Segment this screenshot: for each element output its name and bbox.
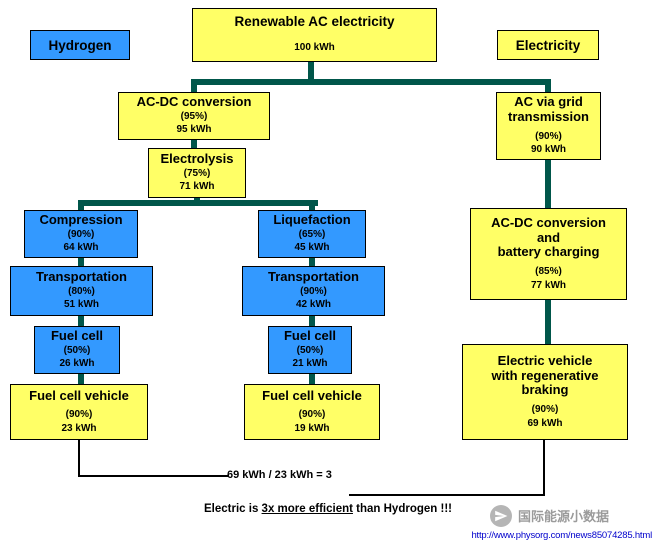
- node-liquefaction: Liquefaction (65%) 45 kWh: [258, 210, 366, 258]
- node-pct: (90%): [298, 409, 326, 421]
- node-compression: Compression (90%) 64 kWh: [24, 210, 138, 258]
- connector-line: [191, 79, 197, 93]
- result-line: [78, 440, 80, 477]
- watermark-logo-icon: [490, 505, 512, 527]
- node-title: Liquefaction: [273, 212, 351, 228]
- node-title: and: [536, 229, 561, 245]
- node-electrolysis: Electrolysis (75%) 71 kWh: [148, 148, 246, 198]
- node-pct: (95%): [180, 110, 208, 122]
- node-title: transmission: [508, 109, 589, 124]
- result-line: [543, 440, 545, 496]
- connector-line: [191, 138, 197, 149]
- legend-label: Electricity: [515, 37, 581, 53]
- connector-line: [191, 79, 551, 85]
- conclusion-text: Electric is 3x more efficient than Hydro…: [0, 503, 656, 515]
- node-title: Transportation: [267, 269, 359, 285]
- node-title: AC via grid: [514, 94, 583, 110]
- node-title: AC-DC conversion: [491, 214, 606, 230]
- conclusion-prefix: Electric is: [204, 503, 262, 515]
- node-fuel-cell-liquid: Fuel cell (50%) 21 kWh: [268, 326, 352, 374]
- node-title: Fuel cell vehicle: [29, 387, 129, 403]
- node-pct: (50%): [63, 344, 91, 356]
- node-pct: (80%): [68, 285, 95, 297]
- node-pct: (90%): [531, 404, 559, 416]
- result-line: [349, 494, 545, 496]
- node-title: braking: [521, 382, 569, 398]
- source-url-link[interactable]: http://www.physorg.com/news85074285.html: [471, 530, 652, 541]
- node-value: 90 kWh: [530, 144, 566, 156]
- result-line: [78, 475, 229, 477]
- paper-plane-icon: [495, 510, 508, 522]
- node-value: 26 kWh: [59, 358, 95, 370]
- node-pct: (90%): [67, 228, 95, 240]
- node-transportation-gas: Transportation (80%) 51 kWh: [10, 266, 153, 316]
- node-pct: (85%): [535, 266, 562, 278]
- node-value: 64 kWh: [63, 242, 99, 254]
- node-title: Renewable AC electricity: [234, 14, 395, 29]
- node-pct: (90%): [65, 409, 93, 421]
- node-electric-vehicle: Electric vehicle with regenerative braki…: [462, 344, 628, 440]
- node-value: 51 kWh: [63, 299, 99, 311]
- node-title: Fuel cell: [283, 328, 337, 344]
- node-renewable-ac-electricity: Renewable AC electricity 100 kWh: [192, 8, 437, 62]
- node-value: 77 kWh: [530, 279, 566, 291]
- node-value: 19 kWh: [294, 422, 330, 434]
- legend-label: Hydrogen: [48, 37, 112, 53]
- node-value: 21 kWh: [292, 358, 328, 370]
- connector-line: [78, 200, 318, 206]
- node-title: AC-DC conversion: [136, 94, 252, 110]
- node-title: Transportation: [35, 269, 127, 285]
- node-transportation-liquid: Transportation (90%) 42 kWh: [242, 266, 385, 316]
- node-ac-grid-transmission: AC via grid transmission (90%) 90 kWh: [496, 92, 601, 160]
- node-value: 45 kWh: [294, 242, 330, 254]
- node-pct: (75%): [183, 167, 211, 179]
- connector-line: [545, 298, 551, 345]
- node-title: Fuel cell: [50, 328, 104, 344]
- node-pct: (90%): [300, 285, 327, 297]
- node-title: Fuel cell vehicle: [262, 387, 362, 403]
- connector-line: [545, 158, 551, 209]
- node-fuel-cell-gas: Fuel cell (50%) 26 kWh: [34, 326, 120, 374]
- ratio-text: 69 kWh / 23 kWh = 3: [227, 469, 332, 481]
- connector-line: [545, 79, 551, 93]
- node-pct: (90%): [535, 130, 562, 142]
- legend-electricity: Electricity: [497, 30, 599, 60]
- node-title: Compression: [39, 212, 123, 228]
- node-value: 95 kWh: [176, 124, 212, 136]
- node-pct: (65%): [298, 228, 326, 240]
- node-value: 69 kWh: [527, 417, 563, 429]
- node-value: 100 kWh: [294, 41, 335, 53]
- conclusion-underlined: 3x more efficient: [261, 503, 353, 515]
- watermark-text: 国际能源小数据: [518, 509, 610, 524]
- node-value: 23 kWh: [61, 422, 97, 434]
- node-acdc-conversion: AC-DC conversion (95%) 95 kWh: [118, 92, 270, 140]
- node-title: with regenerative: [491, 367, 599, 383]
- node-pct: (50%): [296, 344, 324, 356]
- node-value: 42 kWh: [295, 299, 331, 311]
- node-title: battery charging: [497, 244, 600, 260]
- node-fuel-cell-vehicle-gas: Fuel cell vehicle (90%) 23 kWh: [10, 384, 148, 440]
- legend-hydrogen: Hydrogen: [30, 30, 130, 60]
- node-title: Electrolysis: [160, 151, 234, 167]
- node-title: Electric vehicle: [497, 352, 593, 368]
- conclusion-suffix: than Hydrogen !!!: [352, 503, 452, 515]
- node-acdc-battery-charging: AC-DC conversion and battery charging (8…: [470, 208, 627, 300]
- node-value: 71 kWh: [179, 181, 215, 193]
- connector-line: [308, 61, 314, 83]
- node-fuel-cell-vehicle-liquid: Fuel cell vehicle (90%) 19 kWh: [244, 384, 380, 440]
